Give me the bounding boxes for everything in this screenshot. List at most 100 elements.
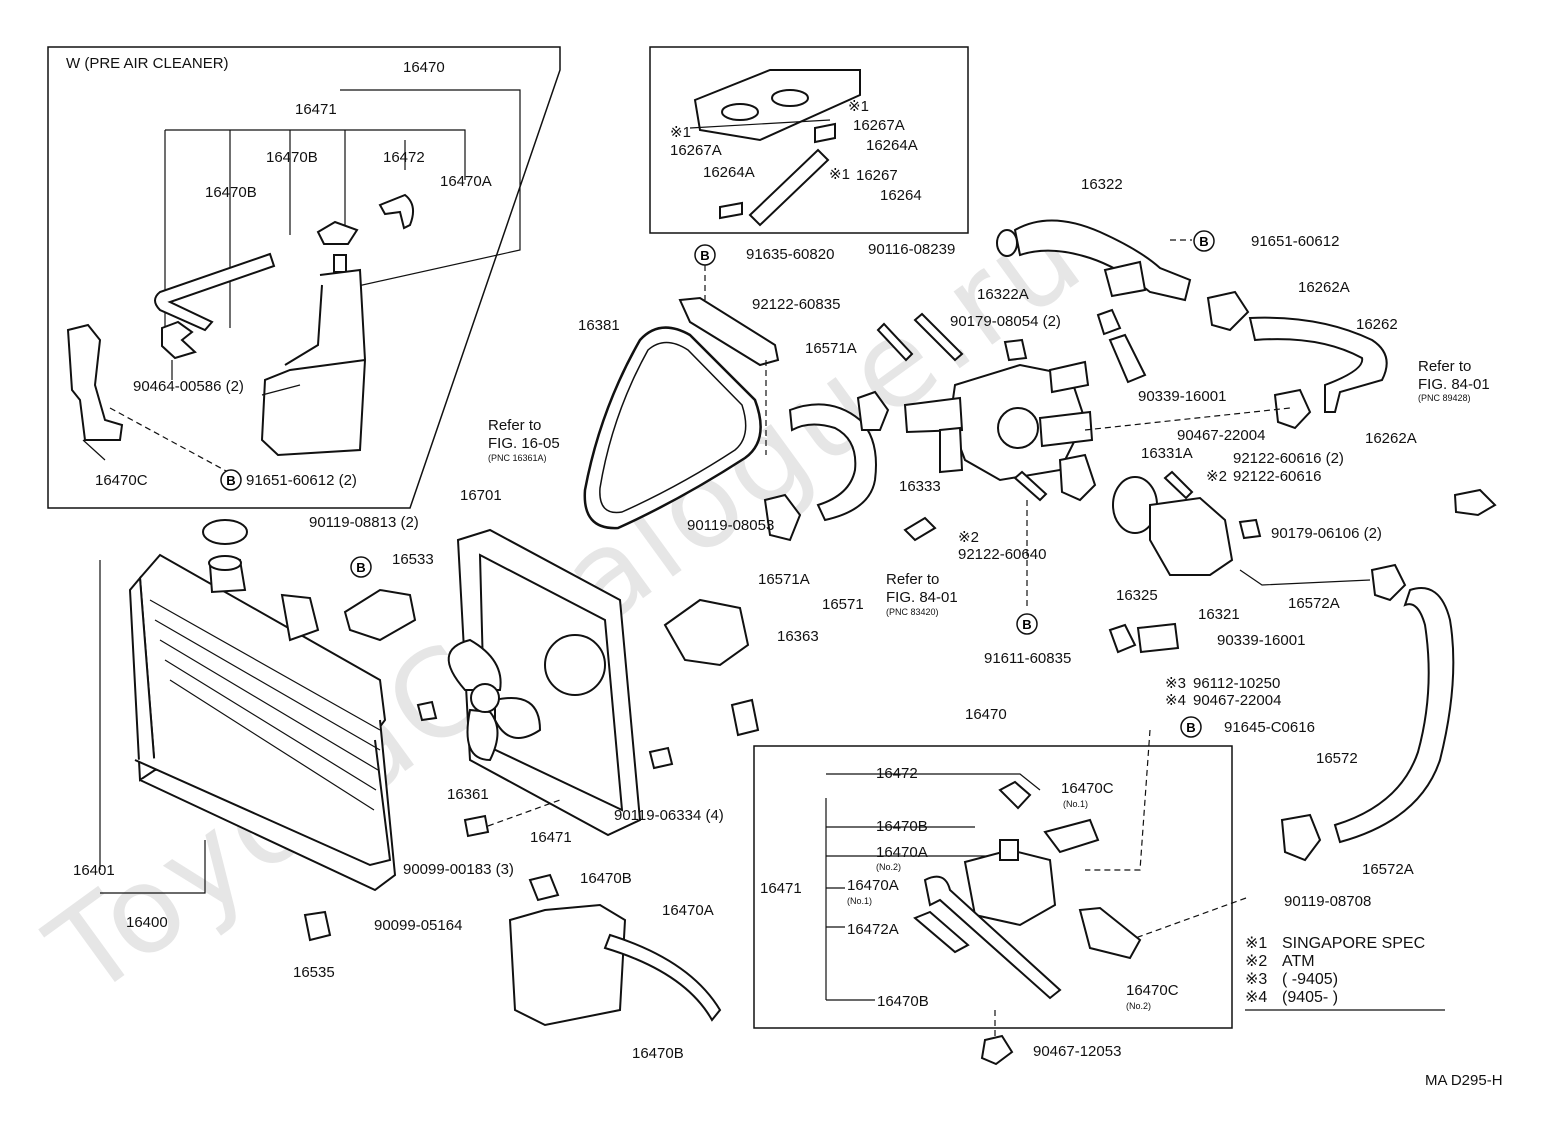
label-16572: 16572 [1316, 750, 1358, 767]
legend-text-2: ATM [1282, 953, 1315, 970]
reserve-tank-group-frame [753, 745, 1233, 1029]
radiator-drain-cock [303, 910, 332, 942]
label-90119-d: 90119-08708 [1284, 893, 1371, 910]
hose-clamp-16262a-bottom [1273, 388, 1312, 430]
label-16401: 16401 [73, 862, 115, 879]
label-16322a: 16322A [977, 286, 1029, 303]
label-s2a: ※2 [1206, 468, 1227, 485]
label-16533: 16533 [392, 551, 434, 568]
label-16470a-mid2: 16470A [847, 877, 899, 894]
leader-dash-b1 [704, 265, 767, 455]
label-16363: 16363 [777, 628, 819, 645]
legend-mark-3: ※3 [1245, 971, 1267, 988]
circle-b-marker-5: B [1016, 613, 1038, 635]
label-16321: 16321 [1198, 606, 1240, 623]
clamp-90467-12053 [980, 1034, 1014, 1066]
svg-text:B: B [356, 560, 365, 575]
nut-90179-08054 [1003, 338, 1028, 362]
label-16470b-a: 16470B [266, 149, 318, 166]
label-91635: 91635-60820 [746, 246, 834, 263]
label-16264: 16264 [880, 187, 922, 204]
label-16470b-mid: 16470B [876, 818, 928, 835]
bypass-hose-90339-top [1108, 333, 1147, 384]
svg-text:B: B [700, 248, 709, 263]
radiator-assembly [128, 553, 397, 892]
svg-text:B: B [226, 473, 235, 488]
refer-c-line1: Refer to [886, 571, 939, 588]
reserve-tank-middle [825, 773, 1142, 1001]
label-90099-a: 90099-00183 (3) [403, 861, 514, 878]
alternator-adjusting-bar [678, 296, 780, 367]
label-90099-b: 90099-05164 [374, 917, 462, 934]
stud-bolt-92122-60835 [876, 322, 914, 362]
label-s1a: ※1 [848, 98, 869, 115]
thermostat-16331a [1058, 453, 1097, 502]
temperature-sensor [903, 516, 937, 542]
label-90119-b: 90119-08813 (2) [309, 514, 419, 531]
label-16572a-a: 16572A [1288, 595, 1340, 612]
label-16571a-b: 16571A [758, 571, 810, 588]
label-90119-c: 90119-06334 (4) [614, 807, 724, 824]
label-90179-b: 90179-06106 (2) [1271, 525, 1382, 542]
radiator-support-16533 [343, 588, 417, 642]
label-16400: 16400 [126, 914, 168, 931]
label-16572a-b: 16572A [1362, 861, 1414, 878]
water-inlet-housing-16321 [1149, 496, 1234, 576]
label-16471-mid: 16471 [760, 880, 802, 897]
leader-dash-fan [487, 799, 561, 827]
fan-motor-connector [730, 698, 760, 737]
hose-clamp-16571a-bottom [763, 493, 802, 542]
hose-clamp-16262a-top [1206, 290, 1250, 332]
label-90339-b: 90339-16001 [1217, 632, 1305, 649]
legend-text-4: (9405- ) [1282, 989, 1338, 1006]
circle-b-marker-6: B [1180, 716, 1202, 738]
label-16470b-bot3: 16470B [632, 1045, 684, 1062]
label-16470a-mid: 16470A [876, 844, 928, 861]
label-16470b-bot: 16470B [580, 870, 632, 887]
label-16471-bot: 16471 [530, 829, 572, 846]
label-16267: 16267 [856, 167, 898, 184]
label-91645: 91645-C0616 [1224, 719, 1315, 736]
label-16264a-b: 16264A [703, 164, 755, 181]
bypass-hose-90339-bottom [1136, 622, 1180, 654]
label-16262: 16262 [1356, 316, 1398, 333]
hose-clamp-16572a-top [1370, 563, 1407, 602]
label-96112: 96112-10250 [1193, 675, 1280, 692]
label-16472-mid: 16472 [876, 765, 918, 782]
hose-clamp-16571a-top [856, 390, 890, 431]
bolt-90099-00183 [463, 814, 490, 838]
label-s2b: ※2 [958, 529, 979, 546]
circle-b-marker-3: B [1193, 230, 1215, 252]
label-16470c-bot: 16470C [1126, 982, 1179, 999]
leader-dash-b4 [1085, 729, 1151, 871]
label-no2-b: (No.2) [1126, 1001, 1151, 1011]
refer-a-line2: FIG. 84-01 [1418, 376, 1490, 393]
legend-mark-2: ※2 [1245, 953, 1267, 970]
svg-text:B: B [1022, 617, 1031, 632]
label-no1-b: (No.1) [847, 896, 872, 906]
label-16262a-b: 16262A [1365, 430, 1417, 447]
label-91651-a: 91651-60612 (2) [246, 472, 357, 489]
refer-c-line3: (PNC 83420) [886, 607, 939, 617]
label-16470c-top: 16470C [95, 472, 148, 489]
svg-text:B: B [1186, 720, 1195, 735]
label-16470b-b: 16470B [205, 184, 257, 201]
label-92122-b: 92122-60616 (2) [1233, 450, 1344, 467]
circle-b-marker-1: B [220, 469, 242, 491]
label-s1b: ※1 [670, 124, 691, 141]
temperature-switch [1453, 488, 1497, 517]
label-16535: 16535 [293, 964, 335, 981]
pre-air-cleaner-parts [66, 89, 521, 473]
circle-b-marker-4: B [350, 556, 372, 578]
drive-belt [583, 326, 762, 530]
singapore-spec-parts [689, 69, 861, 227]
legend-mark-1: ※1 [1245, 935, 1267, 952]
label-91611: 91611-60835 [984, 650, 1071, 667]
refer-b-line1: Refer to [488, 417, 541, 434]
label-16571a-a: 16571A [805, 340, 857, 357]
label-16470b-bot2: 16470B [877, 993, 929, 1010]
refer-a-line3: (PNC 89428) [1418, 393, 1471, 403]
clip-90467-top [1096, 308, 1122, 336]
label-16470c-mid: 16470C [1061, 780, 1114, 797]
